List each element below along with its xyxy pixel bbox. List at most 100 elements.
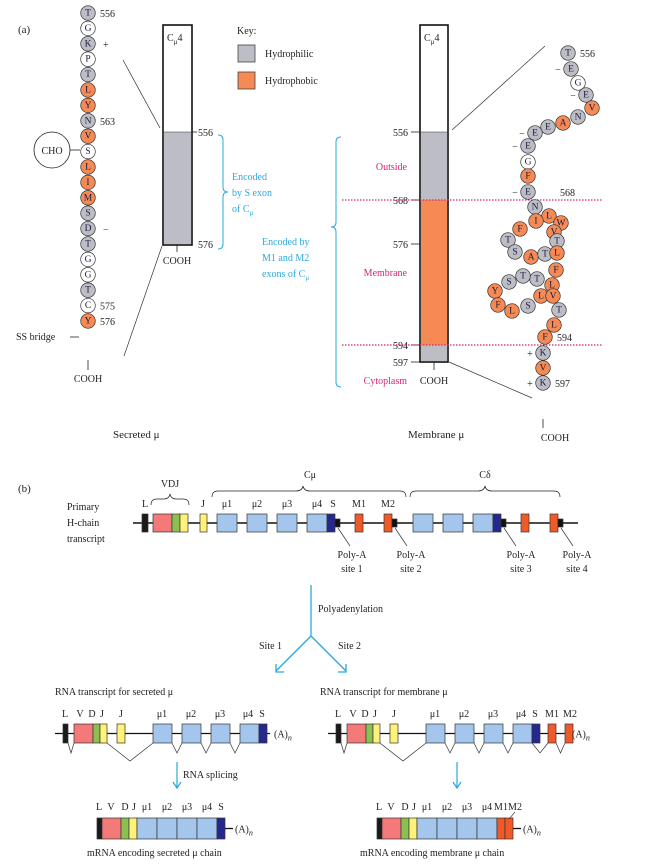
exon-S bbox=[531, 723, 541, 744]
label-8: M1 bbox=[494, 802, 508, 813]
residue-G-1: G bbox=[80, 20, 96, 37]
residue-S-33: S bbox=[520, 298, 536, 314]
splicing-arrow-membrane bbox=[452, 762, 462, 790]
svg-text:L: L bbox=[85, 86, 91, 96]
polyA-tail: (A)n bbox=[572, 730, 590, 743]
exon-mu3 bbox=[210, 723, 231, 744]
svg-text:S: S bbox=[512, 248, 517, 258]
residue-G-17: G bbox=[80, 267, 96, 283]
exon-J-rearranged bbox=[179, 513, 189, 533]
label-3: J bbox=[373, 709, 377, 720]
m-exon-text-1: Encoded by bbox=[262, 237, 310, 248]
label-5: μ2 bbox=[162, 802, 172, 813]
polyA-site-4-line1: Poly-A bbox=[563, 550, 593, 561]
polyA-site-2-marker bbox=[391, 518, 398, 528]
label-mu3: μ3 bbox=[282, 499, 292, 510]
m-exon-brace bbox=[330, 136, 342, 388]
cho-label: CHO bbox=[41, 146, 62, 157]
splice-junction-J bbox=[106, 742, 154, 762]
polyA-leader bbox=[337, 527, 351, 547]
exon-mu4 bbox=[306, 513, 328, 533]
exon-cdelta1 bbox=[412, 513, 434, 533]
label-8: S bbox=[218, 802, 224, 813]
polyA-tail: (A)n bbox=[235, 825, 253, 838]
svg-text:E: E bbox=[583, 91, 589, 101]
site1-label: Site 1 bbox=[259, 641, 282, 652]
primary-title-1: Primary bbox=[67, 502, 99, 513]
segment-mu1 bbox=[416, 817, 438, 840]
label-4: μ1 bbox=[142, 802, 152, 813]
segment-S bbox=[216, 817, 226, 840]
polyA-tail: (A)n bbox=[523, 825, 541, 838]
residue-S-13: S bbox=[80, 205, 96, 221]
svg-text:G: G bbox=[85, 255, 92, 265]
label-1: V bbox=[107, 802, 115, 813]
segment-mu1 bbox=[136, 817, 158, 840]
label-2: D bbox=[88, 709, 95, 720]
panel-b-label: (b) bbox=[18, 483, 31, 495]
vdj-brace bbox=[150, 493, 190, 506]
s-exon-text-2: by S exon bbox=[232, 188, 272, 199]
exon-S bbox=[326, 513, 336, 533]
bar-cytoplasm-segment bbox=[421, 345, 447, 361]
zoom-line-bottom-mem bbox=[448, 361, 533, 399]
polyadenylation-arrow bbox=[275, 585, 347, 673]
cmu-brace bbox=[211, 485, 407, 498]
svg-text:V: V bbox=[589, 104, 596, 114]
label-mu2: μ2 bbox=[252, 499, 262, 510]
residue-number: 575 bbox=[100, 302, 115, 313]
label-0: L bbox=[376, 802, 382, 813]
panel-a-label: (a) bbox=[18, 24, 31, 36]
mem-tick-597: 597 bbox=[393, 358, 408, 369]
charge-sign: − bbox=[103, 225, 109, 236]
svg-text:V: V bbox=[550, 292, 557, 302]
exon-J bbox=[116, 723, 126, 744]
residue-T-27: T bbox=[529, 271, 545, 287]
residue-G-10: G bbox=[520, 154, 536, 170]
svg-text:A: A bbox=[528, 253, 535, 263]
exon-L bbox=[335, 723, 342, 744]
svg-text:Y: Y bbox=[492, 287, 499, 297]
svg-text:L: L bbox=[546, 212, 552, 222]
label-0: L bbox=[96, 802, 102, 813]
svg-text:T: T bbox=[542, 250, 548, 260]
membrane-domain-label: Cμ4 bbox=[424, 33, 439, 46]
residue-K-2: K+ bbox=[80, 36, 109, 52]
membrane-bar-ticks bbox=[411, 131, 420, 363]
region-membrane: Membrane bbox=[364, 268, 408, 279]
svg-text:A: A bbox=[560, 119, 567, 129]
caption-secreted: Secreted μ bbox=[113, 429, 160, 441]
residue-F-11: F bbox=[520, 168, 536, 184]
label-J: J bbox=[201, 499, 205, 510]
label-6: μ2 bbox=[186, 709, 196, 720]
svg-text:G: G bbox=[85, 24, 92, 34]
svg-text:S: S bbox=[525, 302, 530, 312]
polyA-site-1-line2: site 1 bbox=[341, 564, 362, 575]
label-10: M1 bbox=[545, 709, 559, 720]
primary-title-3: transcript bbox=[67, 534, 105, 545]
splice-junction bbox=[555, 742, 566, 754]
residue-T-20: T bbox=[500, 232, 516, 248]
svg-text:V: V bbox=[540, 364, 547, 374]
polyA-site-3-line2: site 3 bbox=[510, 564, 531, 575]
svg-text:F: F bbox=[525, 172, 530, 182]
splice-junction-J bbox=[379, 742, 427, 762]
segment-L bbox=[376, 817, 383, 840]
residue-E-9: E− bbox=[512, 138, 536, 154]
label-cdelta: Cδ bbox=[479, 470, 491, 481]
residue-number: 576 bbox=[100, 317, 115, 328]
svg-text:T: T bbox=[85, 286, 91, 296]
label-5: μ1 bbox=[430, 709, 440, 720]
label-1: V bbox=[349, 709, 357, 720]
splice-junction bbox=[171, 742, 183, 754]
label-2: D bbox=[361, 709, 368, 720]
exon-S bbox=[258, 723, 268, 744]
splice-junction bbox=[340, 742, 348, 755]
charge-sign: − bbox=[570, 91, 576, 102]
